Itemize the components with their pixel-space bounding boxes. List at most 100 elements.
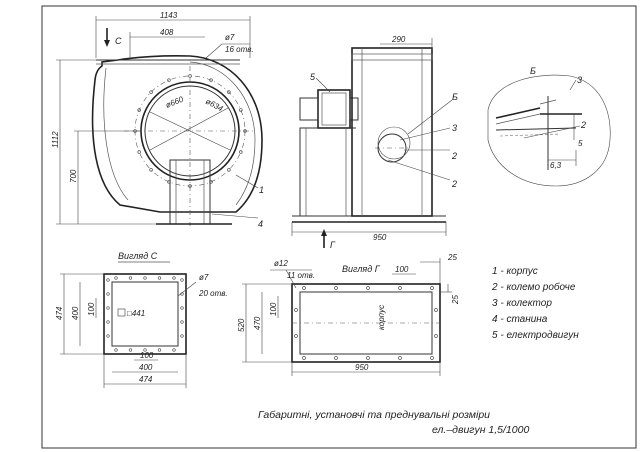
motor-end — [299, 97, 319, 121]
caption: Габаритні, установчі та преднувальні роз… — [258, 409, 529, 436]
bolt-hole — [188, 74, 192, 78]
section-c-arrowhead — [104, 40, 110, 47]
bolt-hole — [172, 348, 176, 352]
view-g-title: Вигляд Г — [342, 264, 381, 274]
view-g-hole-count: 11 отв. — [287, 271, 315, 280]
callout-2b-leader — [387, 159, 451, 181]
bolt-hole — [180, 334, 184, 338]
dia-660-leader — [149, 111, 231, 151]
bolt-hole — [157, 348, 162, 352]
label-b-leader — [407, 99, 453, 135]
collector-edge-1 — [495, 107, 541, 119]
callout-1-leader — [235, 174, 259, 189]
side-view: 290 950 Г 5 Б 3 2 2 — [291, 35, 458, 250]
bolt-hole — [366, 356, 370, 360]
bolt-hole — [114, 276, 118, 280]
motor-fins — [321, 92, 347, 126]
detail-callout-3-leader — [569, 79, 577, 91]
section-g-label: Г — [330, 240, 336, 250]
bolt-hole — [180, 306, 184, 310]
detail-b-marker — [377, 126, 411, 160]
legend-item-5: 5 - електродвигун — [492, 330, 579, 341]
wheel-edge — [495, 127, 577, 131]
bolt-hole — [106, 278, 110, 282]
bolt-hole — [143, 348, 147, 352]
wheel-hidden — [499, 133, 561, 137]
dim-1143-label: 1143 — [160, 11, 178, 20]
dim-470-label: 470 — [253, 316, 262, 330]
housing-inner-scroll — [103, 61, 256, 206]
dim-474-side-label: 474 — [55, 306, 64, 320]
bolt-hole — [398, 356, 402, 360]
bolt-hole — [128, 348, 133, 352]
bolt-hole — [137, 108, 141, 112]
callout-1: 1 — [259, 185, 264, 195]
legend-item-3: 3 - колектор — [492, 298, 552, 309]
dim-100-left-label: 100 — [269, 302, 278, 316]
dim-100-side-label: 100 — [87, 302, 96, 316]
view-g-hole-leader — [285, 269, 297, 289]
view-g-holes — [294, 286, 438, 360]
section-c-label: C — [115, 36, 122, 46]
bolt-hole — [157, 276, 162, 280]
bolt-hole — [106, 306, 110, 310]
side-callout-2a: 2 — [451, 151, 457, 161]
bolt-hole — [334, 286, 338, 290]
bolt-hole — [227, 90, 231, 94]
bolt-hole — [434, 334, 438, 338]
collector-edge-2 — [495, 113, 541, 125]
dim-1112-label: 1112 — [51, 131, 60, 148]
bolt-hole — [302, 286, 306, 290]
dia-660-label: ø660 — [164, 94, 185, 109]
callout-4-leader — [211, 213, 259, 219]
housing-outline — [91, 55, 263, 213]
stand-side — [299, 127, 353, 217]
bolt-hole — [366, 286, 370, 290]
view-c-hole-dia: ø7 — [199, 273, 209, 282]
legend: 1 - корпус 2 - колемо робоче 3 - колекто… — [491, 266, 579, 341]
hole-dia-label: ø7 — [225, 33, 235, 42]
bolt-hole — [239, 150, 243, 154]
motor-body — [317, 89, 351, 129]
detail-b-boundary — [487, 74, 611, 187]
bolt-hole — [294, 308, 298, 312]
dim-950-g-label: 950 — [355, 363, 369, 372]
dim-5-label: 5 — [578, 139, 583, 148]
bolt-hole — [172, 276, 176, 280]
bolt-hole — [106, 334, 110, 338]
view-g-body-label: корпус — [377, 305, 386, 330]
section-g-arrowhead — [321, 229, 327, 236]
square-label: □441 — [127, 309, 145, 318]
view-c-inner — [111, 281, 179, 347]
legend-item-1: 1 - корпус — [492, 266, 538, 277]
bolt-hole — [334, 356, 338, 360]
bolt-hole — [398, 286, 402, 290]
detail-callout-2-leader — [523, 125, 581, 139]
detail-callout-2: 2 — [580, 120, 586, 130]
dim-25-side-label: 25 — [451, 295, 460, 305]
dim-700-label: 700 — [69, 169, 78, 183]
callout-5-leader — [315, 77, 331, 93]
housing-side-top-flange — [351, 53, 433, 61]
bolt-hole — [167, 78, 171, 82]
caption-line-1: Габаритні, установчі та преднувальні роз… — [258, 409, 490, 421]
side-callout-2b: 2 — [451, 179, 457, 189]
detail-b-title: Б — [530, 66, 536, 76]
bolt-hole — [137, 150, 141, 154]
dim-400-side-label: 400 — [71, 306, 80, 320]
sheet-frame — [41, 5, 637, 449]
dim-100-top-label: 100 — [395, 265, 409, 274]
view-g: Вигляд Г корпус ø12 11 отв. 100 25 25 52… — [237, 253, 460, 376]
bolt-hole — [430, 356, 434, 360]
bolt-hole — [106, 320, 110, 324]
view-c-title: Вигляд С — [118, 251, 158, 261]
dim-520-label: 520 — [237, 318, 246, 332]
dim-100-bottom-label: 100 — [140, 351, 154, 360]
detail-callout-3: 3 — [577, 75, 582, 85]
bolt-hole — [106, 292, 110, 296]
legend-item-2: 2 - колемо робоче — [491, 281, 576, 293]
caption-line-2: ел.–двигун 1,5/1000 — [432, 424, 529, 436]
bolt-hole — [180, 278, 184, 282]
